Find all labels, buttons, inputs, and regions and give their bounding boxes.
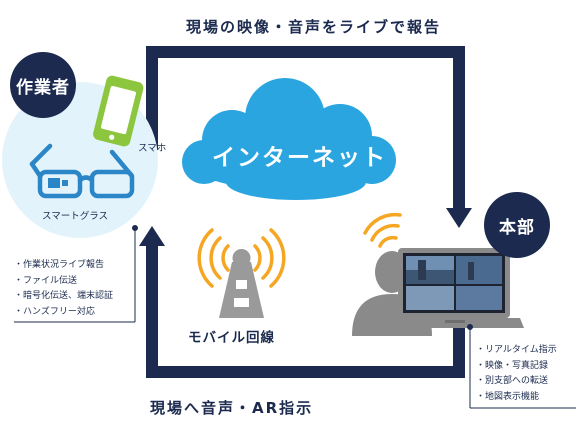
hq-signal-waves-icon [363, 212, 402, 248]
cloud-icon [182, 78, 396, 200]
mobile-line-label: モバイル回線 [188, 330, 275, 346]
list-item: ファイル伝送 [14, 274, 113, 290]
hq-feature-list: リアルタイム指示 映像・写真記録 別支部への転送 地図表示機能 [476, 343, 557, 405]
list-item: ハンズフリー対応 [14, 305, 113, 321]
hq-features-bracket [467, 324, 576, 409]
upload-flow-arrow [146, 46, 472, 228]
laptop-icon [386, 248, 524, 328]
list-item: リアルタイム指示 [476, 343, 557, 359]
internet-label: インターネット [212, 145, 387, 171]
worker-label: 作業者 [10, 52, 76, 118]
smart-glasses-icon [29, 143, 135, 199]
hq-label: 本部 [484, 192, 550, 258]
antenna-tower-icon [219, 249, 264, 318]
list-item: 映像・写真記録 [476, 359, 557, 375]
bottom-flow-caption: 現場へ音声・AR指示 [150, 399, 314, 417]
signal-waves-icon [197, 228, 286, 288]
smartphone-icon [93, 75, 144, 147]
instruction-flow-arrow [139, 226, 465, 378]
top-flow-caption: 現場の映像・音声をライブで報告 [186, 18, 442, 36]
smartphone-label: スマホ [138, 143, 167, 154]
list-item: 別支部への転送 [476, 374, 557, 390]
worker-features-bracket [14, 225, 138, 323]
list-item: 暗号化伝送、端末認証 [14, 289, 113, 305]
list-item: 作業状況ライブ報告 [14, 258, 113, 274]
smart-glasses-label: スマートグラス [42, 211, 109, 222]
worker-feature-list: 作業状況ライブ報告 ファイル伝送 暗号化伝送、端末認証 ハンズフリー対応 [14, 258, 113, 320]
list-item: 地図表示機能 [476, 390, 557, 406]
